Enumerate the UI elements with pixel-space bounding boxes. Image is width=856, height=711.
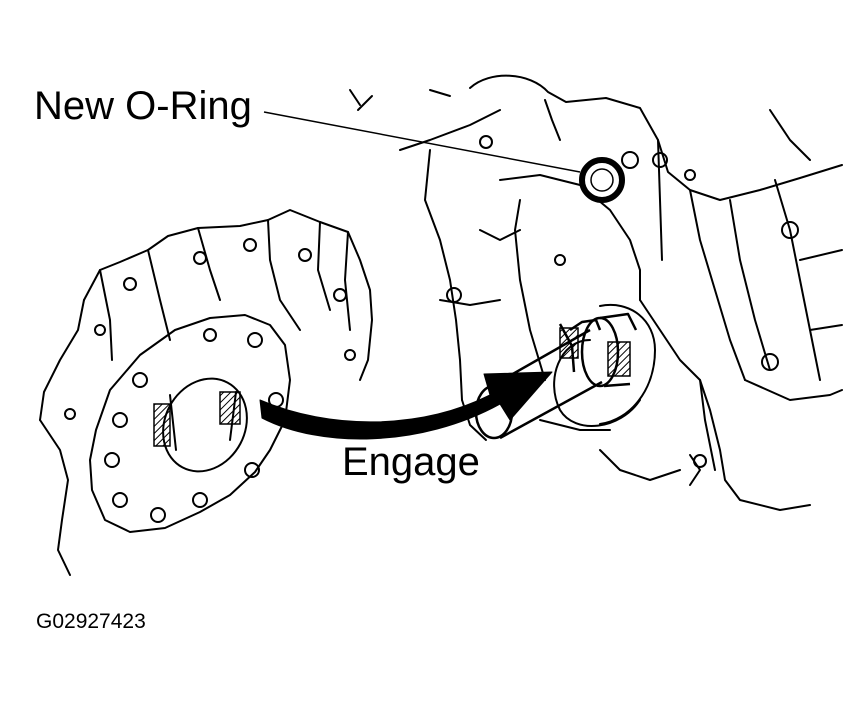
oring-leader-line (263, 111, 581, 173)
pump-gear-hatch-right (219, 391, 241, 425)
crankshaft-spline-hatch (607, 341, 631, 377)
pump-gear-hatch-left (153, 403, 171, 447)
figure-id: G02927423 (36, 610, 146, 633)
crankshaft-key-hatch (559, 327, 579, 359)
engine-block (349, 74, 843, 511)
oring-seat (579, 157, 625, 203)
engage-callout: Engage (342, 440, 480, 484)
new-oring-callout: New O-Ring (34, 84, 252, 128)
engage-arrow (259, 371, 553, 440)
oil-pump-body (39, 209, 373, 576)
